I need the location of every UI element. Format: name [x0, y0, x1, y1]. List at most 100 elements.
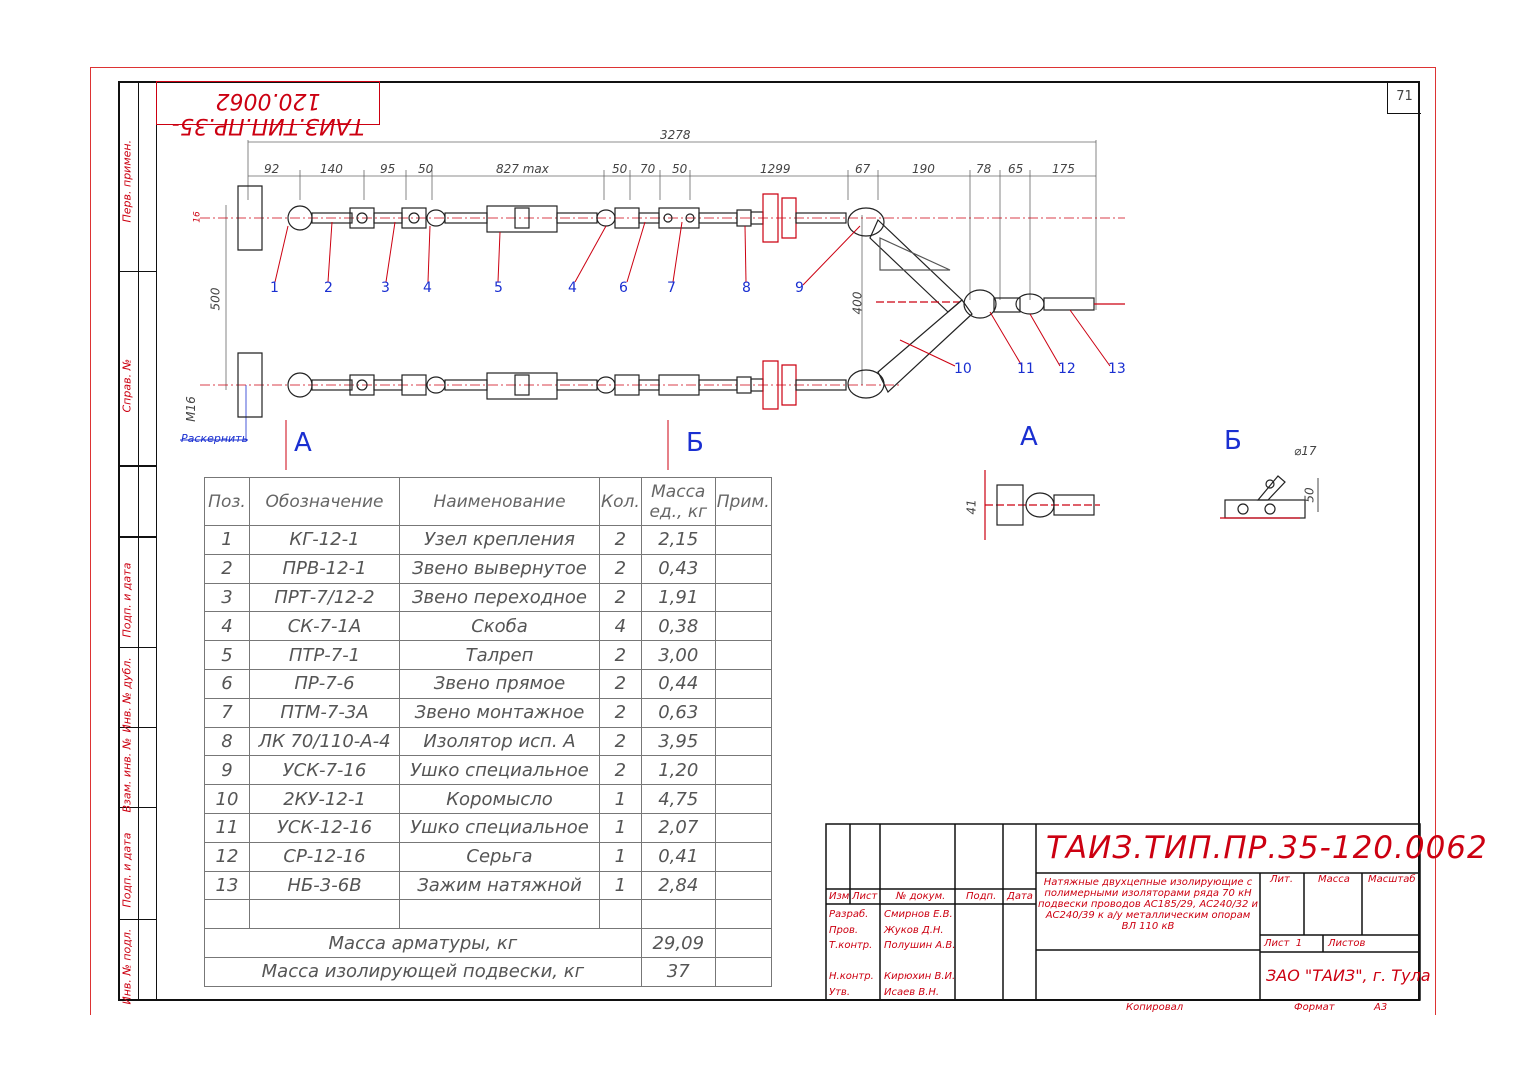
bom-cell: 12 — [204, 841, 250, 872]
col-data: Дата — [1007, 891, 1033, 902]
pos-6: 6 — [619, 280, 628, 296]
dim-70: 70 — [640, 162, 656, 176]
bom-cell: Зажим натяжной — [399, 870, 600, 901]
bom-cell: 10 — [204, 784, 250, 814]
bom-cell: 13 — [204, 870, 250, 901]
sheet-border — [90, 67, 1436, 1015]
dim-65: 65 — [1008, 162, 1024, 176]
bom-cell: 4,75 — [640, 784, 716, 814]
dim-50c: 50 — [672, 162, 688, 176]
mass-armatury-value: 29,09 — [640, 928, 716, 958]
dim-41: 41 — [964, 499, 979, 515]
bom-cell: ПР-7-6 — [249, 668, 400, 699]
name-prov: Жуков Д.Н. — [884, 924, 944, 936]
pos-8: 8 — [742, 280, 751, 296]
sheet-number: 71 — [1387, 81, 1421, 114]
pos-7: 7 — [667, 280, 676, 296]
pos-3: 3 — [381, 280, 390, 296]
name-razrab: Смирнов Е.В. — [884, 909, 953, 920]
mass-armatury-label: Масса арматуры, кг — [204, 928, 642, 958]
bom-cell: 3,00 — [640, 640, 716, 670]
bom-cell: 1,20 — [640, 755, 716, 786]
view-b-title: Б — [1224, 426, 1242, 456]
dim-78: 78 — [976, 162, 992, 176]
bom-cell: 7 — [204, 697, 250, 728]
table-row-empty — [204, 899, 772, 930]
role-prov: Пров. — [829, 924, 859, 936]
bom-cell — [714, 726, 772, 757]
bom-cell: 2КУ-12-1 — [249, 784, 400, 814]
bom-cell: 1,91 — [640, 582, 716, 613]
bom-cell — [714, 525, 772, 555]
bom-cell: Серьга — [399, 841, 600, 872]
pos-1: 1 — [270, 280, 279, 296]
bom-cell: 8 — [204, 726, 250, 757]
bom-cell: ЛК 70/110-А-4 — [249, 726, 400, 757]
bom-cell: 5 — [204, 640, 250, 670]
bom-cell — [714, 553, 772, 584]
name-tkontr: Полушин А.В. — [884, 940, 956, 952]
bom-cell: Звено вывернутое — [399, 553, 600, 584]
bom-cell: Коромысло — [399, 784, 600, 814]
pos-11: 11 — [1017, 361, 1035, 377]
view-a-title: А — [1020, 422, 1038, 452]
mass-armatury-row: Масса арматуры, кг 29,09 — [204, 928, 772, 958]
dim-190: 190 — [912, 162, 935, 176]
bom-cell: СР-12-16 — [249, 841, 400, 872]
bom-header-poz: Поз. — [204, 477, 250, 526]
bom-cell: 0,43 — [640, 553, 716, 584]
bom-cell: 1 — [599, 784, 642, 814]
bom-cell: 2 — [599, 582, 642, 613]
title-block-description: Натяжные двухцепные изолирующие с полиме… — [1038, 877, 1258, 932]
bom-cell: 0,38 — [640, 611, 716, 642]
masshtab-label: Масштаб — [1368, 874, 1416, 885]
dim-16: 16 — [192, 211, 203, 223]
col-ndokum: № докум. — [896, 891, 946, 902]
bom-cell — [714, 841, 772, 872]
bom-cell: 2,07 — [640, 812, 716, 843]
left-strip: Перв. примен. Справ. № Подп. и дата Инв.… — [118, 81, 157, 1005]
pos-5: 5 — [494, 280, 503, 296]
roles-column: Разраб. Пров. Т.контр. Н.контр. Утв. — [829, 907, 874, 1001]
bom-cell: 2 — [204, 553, 250, 584]
bom-cell — [714, 784, 772, 814]
bom-cell: Талреп — [399, 640, 600, 670]
pos-10: 10 — [954, 361, 972, 377]
role-tkontr: Т.контр. — [829, 940, 873, 952]
mass-podvesky-row: Масса изолирующей подвески, кг 37 — [204, 956, 772, 987]
list-label: Лист 1 — [1264, 938, 1303, 949]
bom-cell: 1 — [204, 525, 250, 555]
bom-cell: 2 — [599, 668, 642, 699]
bom-cell: 4 — [204, 611, 250, 642]
dim-175: 175 — [1052, 162, 1075, 176]
bom-cell: ПТМ-7-3А — [249, 697, 400, 728]
name-empty — [884, 954, 955, 970]
mass-podvesky-value: 37 — [640, 956, 716, 987]
role-razrab: Разраб. — [829, 909, 869, 920]
dim-total: 3278 — [660, 128, 691, 142]
bom-cell: Узел крепления — [399, 525, 600, 555]
bom-cell: 2,84 — [640, 870, 716, 901]
bom-cell — [714, 582, 772, 613]
pos-13: 13 — [1108, 361, 1126, 377]
bom-cell: Звено монтажное — [399, 697, 600, 728]
bom-cell: УСК-12-16 — [249, 812, 400, 843]
bom-cell: Ушко специальное — [399, 755, 600, 786]
dim-400: 400 — [850, 291, 865, 315]
bom-cell: 2 — [599, 726, 642, 757]
bom-cell: Изолятор исп. А — [399, 726, 600, 757]
bom-cell — [714, 640, 772, 670]
dim-50b: 50 — [612, 162, 628, 176]
bom-cell — [714, 697, 772, 728]
